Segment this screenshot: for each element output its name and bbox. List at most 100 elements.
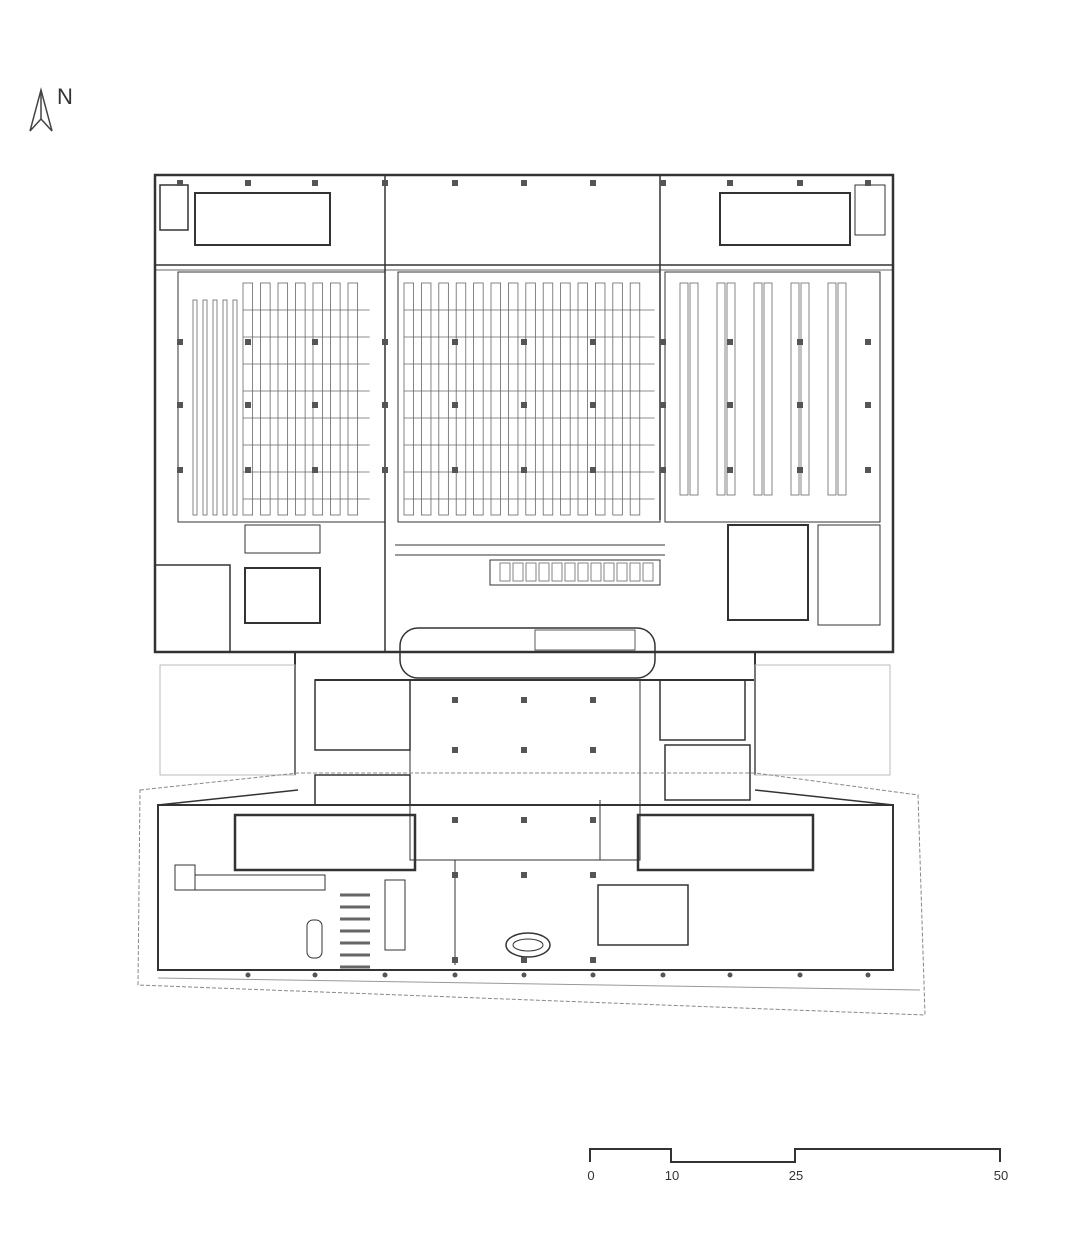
column: [382, 339, 388, 345]
shelf-row: [525, 282, 536, 516]
column: [521, 972, 527, 978]
shelf-row: [242, 282, 254, 516]
north-stair-core-right: [719, 192, 851, 246]
column: [590, 872, 596, 878]
shelf-row: [629, 282, 641, 516]
upper-block-outline: [153, 173, 895, 654]
column: [452, 957, 458, 963]
shelf-row: [507, 282, 519, 516]
shelf-row: [202, 299, 208, 516]
column: [590, 467, 596, 473]
reading-carrel: [499, 562, 511, 582]
column: [797, 339, 803, 345]
shelf-row: [438, 282, 449, 516]
east-terrace: [754, 664, 891, 776]
compact-shelf: [679, 282, 689, 496]
column: [727, 339, 733, 345]
column: [590, 697, 596, 703]
column: [245, 467, 251, 473]
shelf-row: [277, 282, 289, 516]
column: [660, 402, 666, 408]
column: [521, 872, 527, 878]
reading-carrel: [538, 562, 550, 582]
column: [590, 817, 596, 823]
scale-label-0: 0: [587, 1168, 595, 1183]
shelf-row: [490, 282, 501, 516]
book-shelves: [192, 282, 847, 969]
compact-shelf: [800, 282, 810, 496]
shelf-row: [577, 282, 588, 516]
column: [245, 180, 251, 186]
lower-block-outline: [137, 772, 926, 1016]
column: [245, 972, 251, 978]
shelf-row: [260, 282, 271, 516]
south-core-right: [636, 813, 815, 872]
reading-carrel: [564, 562, 576, 582]
column: [797, 180, 803, 186]
column: [382, 402, 388, 408]
column: [245, 339, 251, 345]
column: [452, 467, 458, 473]
column: [312, 180, 318, 186]
shelf-row: [347, 282, 359, 516]
column: [177, 467, 183, 473]
column: [521, 180, 527, 186]
central-hall: [409, 679, 641, 861]
reading-carrel: [603, 562, 615, 582]
compact-shelf: [763, 282, 773, 496]
column: [177, 402, 183, 408]
column: [727, 180, 733, 186]
reading-carrel: [512, 562, 524, 582]
walls: [137, 173, 926, 1016]
reading-carrel: [590, 562, 602, 582]
north-arrow-icon: [29, 87, 53, 132]
scale-label-50: 50: [993, 1168, 1009, 1183]
column: [245, 402, 251, 408]
shelf-row: [212, 299, 218, 516]
column: [452, 817, 458, 823]
escalator-loop: [399, 627, 656, 679]
column: [521, 697, 527, 703]
column: [521, 467, 527, 473]
west-terrace: [159, 664, 296, 776]
column: [177, 339, 183, 345]
column: [865, 180, 871, 186]
north-label: N: [57, 84, 73, 109]
column: [590, 972, 596, 978]
column: [521, 817, 527, 823]
shelf-row: [473, 282, 484, 516]
column: [312, 972, 318, 978]
column: [660, 339, 666, 345]
column: [590, 180, 596, 186]
column: [452, 872, 458, 878]
shelf-row: [455, 282, 467, 516]
column: [797, 402, 803, 408]
reading-carrel: [642, 562, 654, 582]
compact-shelf: [689, 282, 699, 496]
shelf-row: [312, 282, 324, 516]
column: [660, 467, 666, 473]
column: [865, 972, 871, 978]
shelf-row: [330, 282, 341, 516]
shelf-row: [232, 299, 238, 516]
column: [727, 972, 733, 978]
column: [452, 339, 458, 345]
column: [865, 402, 871, 408]
column: [865, 339, 871, 345]
compact-shelf: [726, 282, 736, 496]
compact-shelf: [753, 282, 763, 496]
column: [590, 402, 596, 408]
shelf-row: [222, 299, 228, 516]
column: [521, 339, 527, 345]
column: [312, 402, 318, 408]
scale-label-25: 25: [788, 1168, 804, 1183]
reading-carrel: [577, 562, 589, 582]
column: [521, 747, 527, 753]
column: [452, 972, 458, 978]
shelf-row: [595, 282, 606, 516]
column: [452, 180, 458, 186]
column: [521, 402, 527, 408]
scale-bar: [589, 1148, 1001, 1163]
shelf-row: [612, 282, 623, 516]
